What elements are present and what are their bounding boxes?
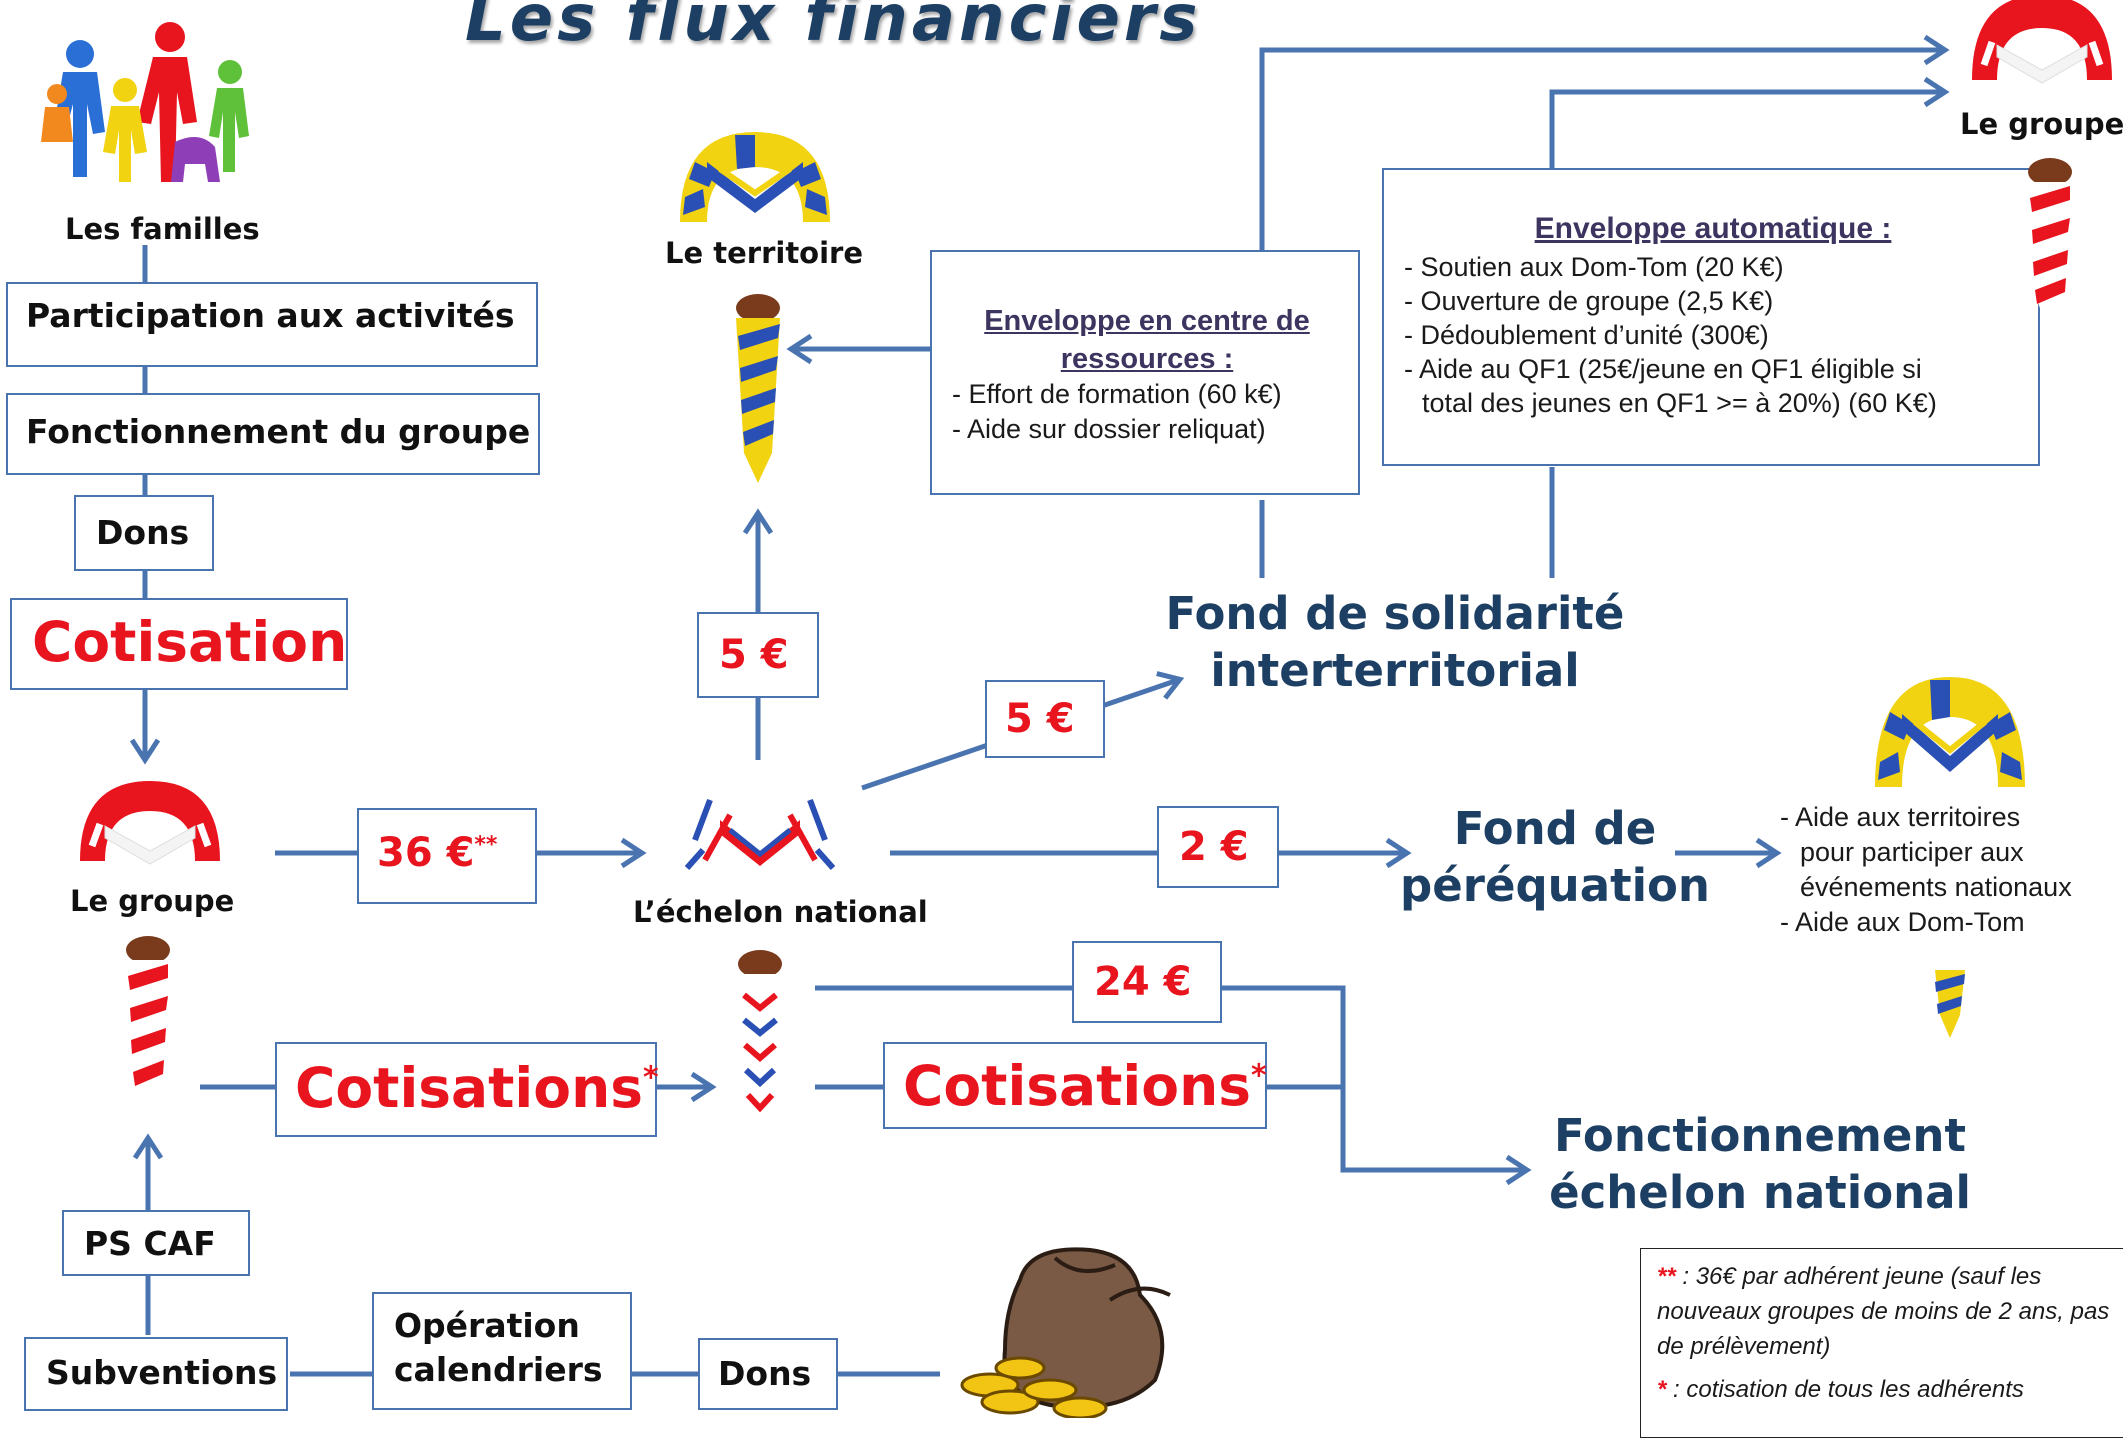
actor-groupe-top: Le groupe <box>1960 107 2123 141</box>
box-enveloppe-auto: Enveloppe automatique : - Soutien aux Do… <box>1382 168 2040 466</box>
groupe-tie-icon <box>126 936 170 1121</box>
territoire-tie-icon <box>736 294 780 483</box>
note1-text: : 36€ par adhérent jeune (sauf les nouve… <box>1657 1263 2110 1360</box>
territoire-scarf-icon <box>680 132 830 222</box>
box-cotisation: Cotisation <box>10 598 348 690</box>
label-ps-caf: PS CAF <box>84 1224 216 1263</box>
actor-national: L’échelon national <box>633 895 928 929</box>
groupe-top-tie-icon <box>2028 158 2072 333</box>
fund-perequation-1: Fond de <box>1453 802 1657 855</box>
box-24-fonctionnement: 24 € <box>1072 941 1222 1023</box>
connector-auto-groupe <box>1549 76 1950 168</box>
box-dons-sources: Dons <box>698 1338 838 1410</box>
box-operation-calendriers: Opération calendriers <box>372 1292 632 1410</box>
amount-5-territoire: 5 € <box>719 632 789 678</box>
amount-2-perequation: 2 € <box>1179 824 1249 870</box>
fund-solidarite-1: Fond de solidarité <box>1165 587 1625 640</box>
amount-5-solidarite: 5 € <box>1005 696 1075 742</box>
box-fonctionnement-groupe: Fonctionnement du groupe <box>6 393 540 475</box>
label-subventions: Subventions <box>46 1353 278 1392</box>
national-scarf-icon <box>684 798 836 870</box>
enveloppe-auto-title: Enveloppe automatique : <box>1534 212 1892 245</box>
footnote-box: ** : 36€ par adhérent jeune (sauf les no… <box>1640 1248 2123 1438</box>
enveloppe-centre-item: - Effort de formation (60 k€) <box>952 379 1282 409</box>
cotisations-right-mark: * <box>1250 1058 1267 1094</box>
families-figurines-icon <box>41 22 249 182</box>
fund-fonctionnement-2: échelon national <box>1549 1166 1971 1219</box>
box-5-territoire: 5 € <box>697 612 819 698</box>
amount-36-mark: ** <box>474 832 498 858</box>
enveloppe-auto-item: - Aide au QF1 (25€/jeune en QF1 éligible… <box>1404 354 1922 384</box>
note1-mark: ** <box>1657 1263 1676 1290</box>
box-2-perequation: 2 € <box>1157 806 1279 888</box>
label-cotisation: Cotisation <box>32 610 348 674</box>
box-5-solidarite: 5 € <box>985 680 1105 758</box>
enveloppe-auto-item: - Soutien aux Dom-Tom (20 K€) <box>1404 252 1784 282</box>
national-tie-icon <box>738 950 782 1145</box>
amount-24: 24 € <box>1094 959 1192 1005</box>
box-36-euros: 36 €** <box>357 808 537 904</box>
territoire-right-tie-icon <box>1935 970 1965 1038</box>
box-cotisations-right: Cotisations* <box>883 1042 1267 1129</box>
label-dons-familles: Dons <box>96 513 190 552</box>
groupe-top-scarf-icon <box>1972 0 2112 84</box>
perequation-item: événements nationaux <box>1800 872 2072 902</box>
enveloppe-centre-title-2: ressources : <box>1060 343 1234 375</box>
box-participation: Participation aux activités <box>6 282 538 367</box>
fund-fonctionnement-1: Fonctionnement <box>1554 1109 1966 1162</box>
cotisations-left-mark: * <box>642 1060 659 1096</box>
territoire-right-scarf-icon <box>1875 677 2025 787</box>
label-cotisations-left: Cotisations <box>295 1056 643 1120</box>
perequation-item: - Aide aux territoires <box>1780 802 2021 832</box>
connector-centre-groupe <box>1259 34 1950 250</box>
note2-mark: * <box>1657 1376 1667 1403</box>
label-participation: Participation aux activités <box>26 296 515 335</box>
enveloppe-auto-item: - Ouverture de groupe (2,5 K€) <box>1404 286 1774 316</box>
label-cotisations-right: Cotisations <box>903 1054 1251 1118</box>
money-bag-icon <box>960 1247 1171 1418</box>
actor-territoire: Le territoire <box>665 236 864 270</box>
actor-groupe-left: Le groupe <box>70 884 235 918</box>
amount-36: 36 € <box>377 830 475 876</box>
label-dons-sources: Dons <box>718 1354 812 1393</box>
fund-perequation-2: péréquation <box>1400 859 1710 912</box>
perequation-item: pour participer aux <box>1800 837 2024 867</box>
box-cotisations-left: Cotisations* <box>275 1042 659 1137</box>
note2-text: : cotisation de tous les adhérents <box>1666 1376 2024 1403</box>
enveloppe-centre-title-1: Enveloppe en centre de <box>984 305 1310 337</box>
box-ps-caf: PS CAF <box>62 1210 250 1276</box>
label-fonctionnement-groupe: Fonctionnement du groupe <box>26 412 531 451</box>
page-title: Les flux financiers <box>465 0 1202 56</box>
groupe-scarf-icon <box>80 781 220 865</box>
enveloppe-auto-item: - Dédoublement d’unité (300€) <box>1404 320 1769 350</box>
label-operation-2: calendriers <box>394 1350 603 1389</box>
perequation-item: - Aide aux Dom-Tom <box>1780 907 2025 937</box>
fund-solidarite-2: interterritorial <box>1210 644 1580 697</box>
enveloppe-centre-item: - Aide sur dossier reliquat) <box>952 414 1266 444</box>
actor-familles: Les familles <box>65 212 260 246</box>
label-operation-1: Opération <box>394 1306 580 1345</box>
box-enveloppe-centre: Enveloppe en centre de ressources : - Ef… <box>930 250 1360 495</box>
box-dons-familles: Dons <box>74 495 214 571</box>
enveloppe-auto-item: total des jeunes en QF1 >= à 20%) (60 K€… <box>1422 388 1937 418</box>
box-subventions: Subventions <box>24 1337 288 1411</box>
